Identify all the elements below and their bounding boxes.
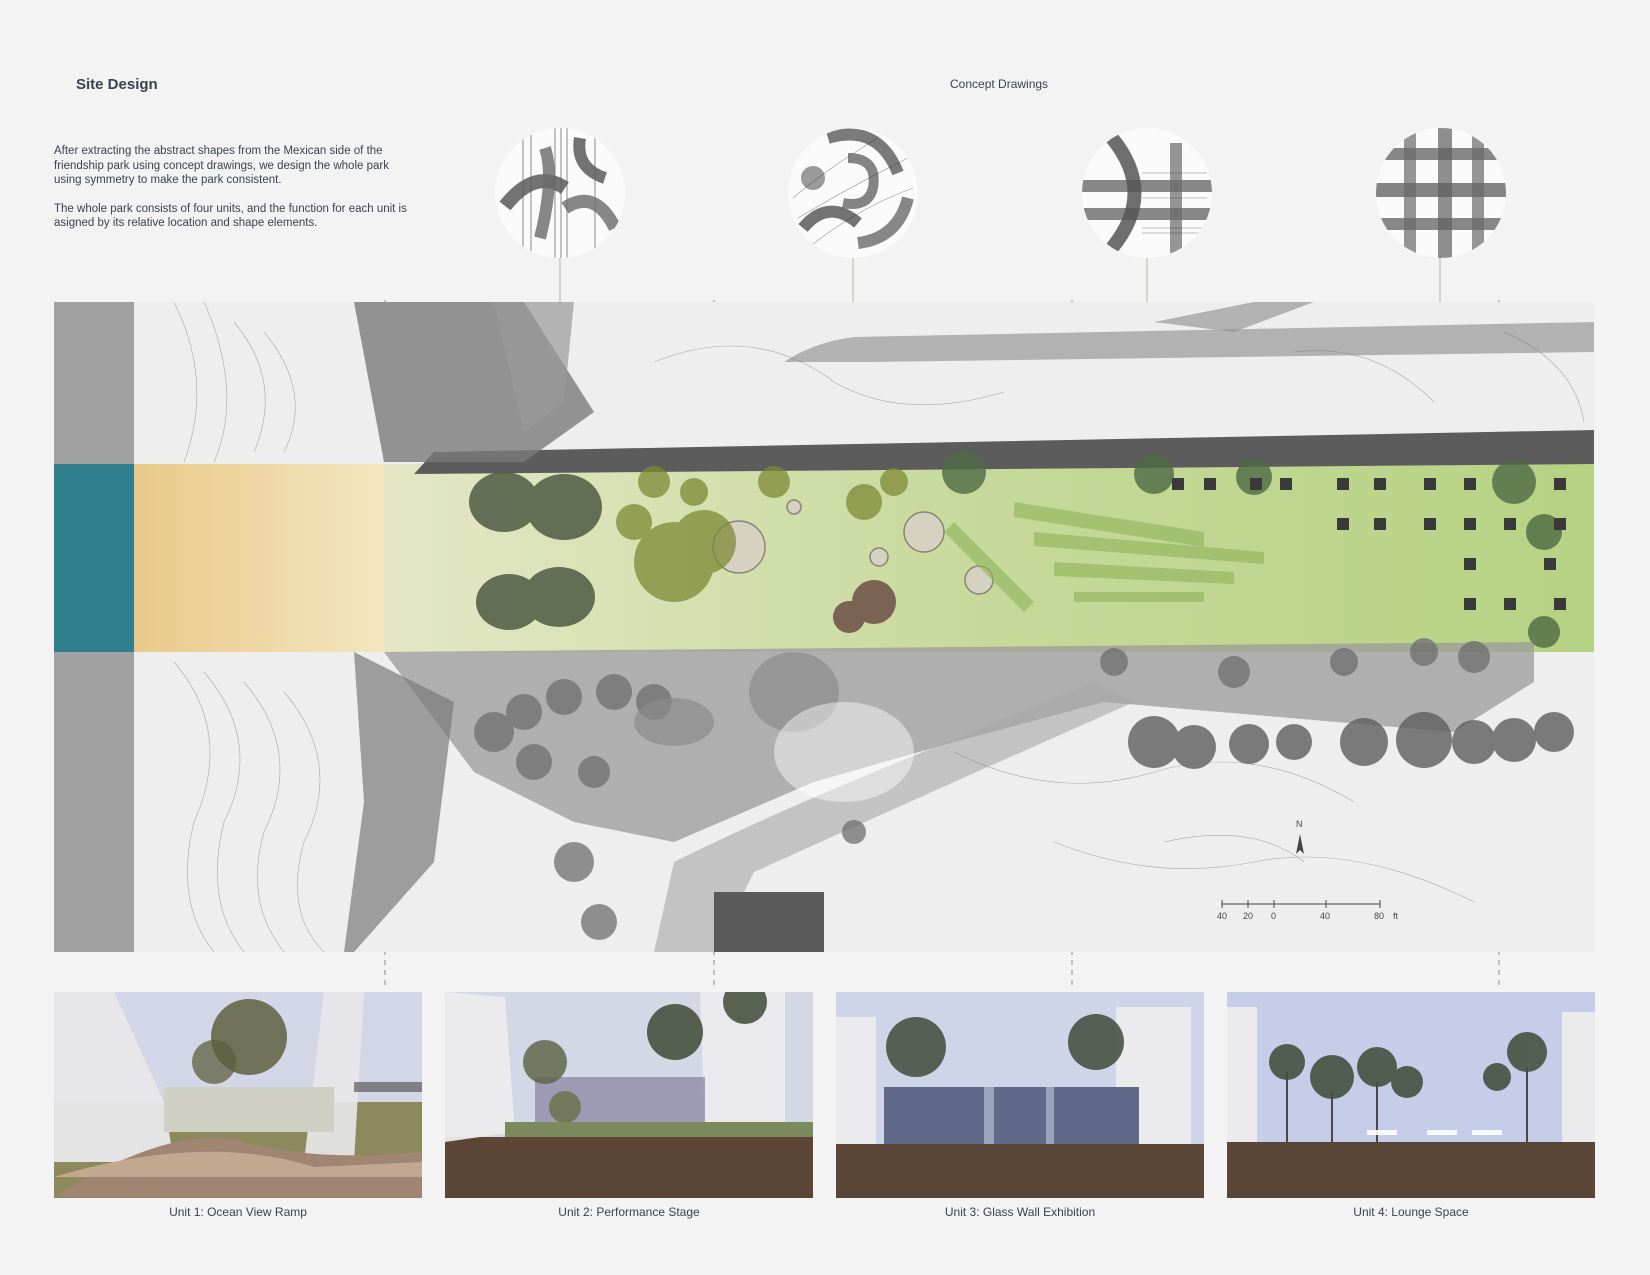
unit-3-caption: Unit 3: Glass Wall Exhibition [944, 1205, 1096, 1219]
concept-drawing-1 [495, 128, 625, 258]
scale-tick: 40 [1217, 911, 1227, 921]
concept-drawing-4 [1376, 128, 1506, 258]
unit-4-section [1227, 992, 1595, 1198]
concept-drawing-3 [1082, 128, 1212, 258]
concept-drawings-title: Concept Drawings [950, 77, 1049, 91]
scale-tick: 20 [1243, 911, 1253, 921]
unit-1-caption: Unit 1: Ocean View Ramp [169, 1205, 307, 1219]
intro-paragraph-2: The whole park consists of four units, a… [54, 202, 407, 230]
unit-3-section [836, 992, 1204, 1198]
scale-tick: 0 [1271, 911, 1276, 921]
intro-text: After extracting the abstract shapes fro… [54, 144, 414, 245]
scale-tick: 80 [1374, 911, 1384, 921]
intro-paragraph-1: After extracting the abstract shapes fro… [54, 145, 389, 186]
scale-unit: ft [1393, 911, 1399, 921]
site-plan: N 40 20 0 40 80 ft [54, 302, 1594, 952]
north-arrow-icon [1296, 834, 1304, 854]
scale-bar: 40 20 0 40 80 ft [1217, 900, 1399, 921]
north-label: N [1296, 819, 1303, 829]
unit-2-section [445, 992, 813, 1198]
concept-drawing-2 [788, 128, 918, 258]
unit-4-caption: Unit 4: Lounge Space [1353, 1205, 1469, 1219]
scale-tick: 40 [1320, 911, 1330, 921]
unit-1-section [54, 992, 422, 1198]
unit-2-caption: Unit 2: Performance Stage [558, 1205, 700, 1219]
page-title: Site Design [76, 76, 158, 93]
